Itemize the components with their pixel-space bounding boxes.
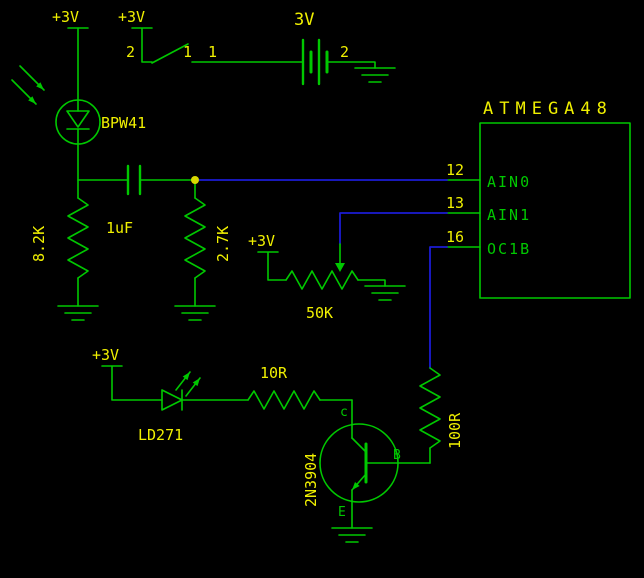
pot-label: 50K [306,304,333,322]
potentiometer-50k: +3V 50K [248,232,406,322]
supply-label: +3V [248,232,275,250]
wiper-arrow-icon [335,263,345,272]
resistor-r4: 100R [419,367,464,464]
ic-atmega48: ATMEGA48 12 13 16 AIN0 AIN1 OC1B [446,99,631,299]
switch-battery-rail: +3V 2 1 1 3V 2 [118,8,396,86]
switch-pin2-label: 2 [126,43,135,61]
ic-pin16-name: OC1B [487,240,531,258]
wire [77,143,129,181]
supply-label: +3V [52,8,79,26]
battery-label: 3V [294,10,314,30]
emitted-light-arrows-icon [175,371,201,397]
emitter-pin-label: E [338,505,346,520]
transistor-label: 2N3904 [302,453,320,507]
resistor-zigzag [247,390,321,410]
resistor-zigzag [285,270,359,290]
ic-body [479,122,631,299]
collector-diagonal [351,437,367,453]
collector-pin-label: c [340,405,348,420]
led-ld271: LD271 [138,371,201,444]
ic-pin13-number: 13 [446,194,464,212]
battery-symbol: 3V [294,10,329,86]
net-oc1b [429,246,448,369]
resistor-r3: 10R [247,364,321,410]
led-triangle [161,389,183,411]
ground-symbol [57,305,99,321]
switch-blade [151,43,189,64]
ground-symbol [354,67,396,83]
transistor-2n3904: c B E 2N3904 [302,399,431,543]
capacitor-label: 1uF [106,219,133,237]
resistor-zigzag [419,367,441,449]
resistor-r2: 2.7K [174,179,232,321]
resistor-r1: 8.2K [30,179,99,321]
capacitor-plates [126,164,142,196]
ic-pin12-name: AIN0 [487,173,531,191]
net-wires [194,179,448,369]
switch-pin1-label: 1 [183,43,192,61]
ic-pin-stubs [446,179,481,248]
resistor-zigzag [184,197,206,279]
emitter-arrow-icon [352,482,360,490]
ic-name-label: ATMEGA48 [483,99,613,119]
supply-label: +3V [118,8,145,26]
photodiode-supply: +3V [52,8,89,101]
battery-pin1-label: 1 [208,43,217,61]
ground-symbol [174,305,216,321]
net-ain1 [339,212,448,245]
supply-label: +3V [92,346,119,364]
base-pin-label: B [393,448,401,463]
resistor-r2-label: 2.7K [214,226,232,262]
ic-pin12-number: 12 [446,161,464,179]
photodiode-label: BPW41 [101,114,146,132]
diode-triangle [66,110,90,128]
resistor-zigzag [67,197,89,279]
ic-pin16-number: 16 [446,228,464,246]
incoming-light-arrows-icon [11,65,45,105]
ground-symbol [331,527,373,543]
led-label: LD271 [138,426,183,444]
resistor-r4-label: 100R [446,412,464,449]
battery-long-plates [301,38,321,86]
led-branch: +3V LD271 10R [92,346,353,444]
resistor-r1-label: 8.2K [30,226,48,262]
ground-symbol [364,285,406,301]
ic-pin13-name: AIN1 [487,206,531,224]
capacitor-c1: 1uF [106,164,196,237]
photodiode-bpw41: BPW41 [11,65,146,145]
resistor-r3-label: 10R [260,364,288,382]
battery-pin2-label: 2 [340,43,349,61]
junction-dot [191,176,199,184]
